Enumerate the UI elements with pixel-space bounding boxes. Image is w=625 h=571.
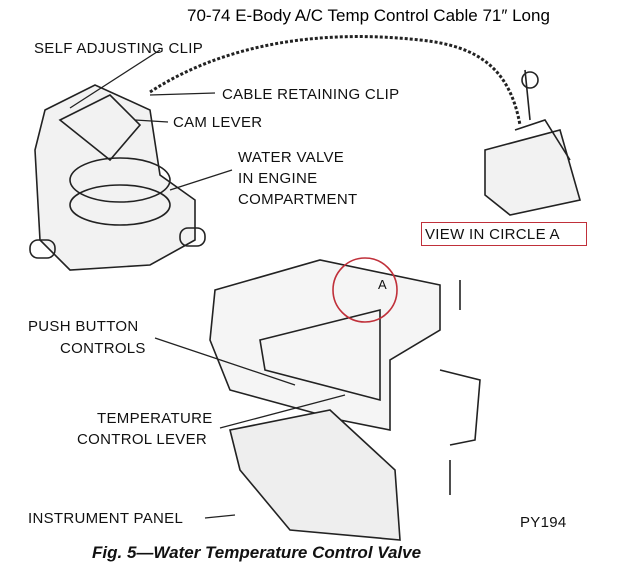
circle-a-marker <box>332 257 398 323</box>
label-cable-retaining-clip: CABLE RETAINING CLIP <box>222 86 400 103</box>
circle-a-detail <box>484 69 582 216</box>
label-compartment: COMPARTMENT <box>238 191 358 208</box>
label-self-adjusting-clip: SELF ADJUSTING CLIP <box>34 40 204 57</box>
label-control-lever: CONTROL LEVER <box>77 431 208 448</box>
label-controls: CONTROLS <box>60 340 146 357</box>
label-circle-a: A <box>378 277 387 292</box>
label-part-code: PY194 <box>520 514 567 531</box>
view-in-circle-box <box>421 222 587 246</box>
label-cam-lever: CAM LEVER <box>173 114 263 131</box>
label-water-valve: WATER VALVE <box>238 149 345 166</box>
label-temperature: TEMPERATURE <box>97 410 213 427</box>
label-in-engine: IN ENGINE <box>238 170 318 187</box>
control-assembly <box>209 259 481 541</box>
label-push-button: PUSH BUTTON <box>28 318 139 335</box>
temp-control-cable <box>149 35 522 126</box>
figure-caption: Fig. 5—Water Temperature Control Valve <box>92 543 422 562</box>
water-valve <box>29 84 206 271</box>
label-instrument-panel: INSTRUMENT PANEL <box>28 510 184 527</box>
page-title: 70-74 E-Body A/C Temp Control Cable 71″ … <box>187 6 550 25</box>
label-view-in-circle-a: VIEW IN CIRCLE A <box>425 226 560 243</box>
